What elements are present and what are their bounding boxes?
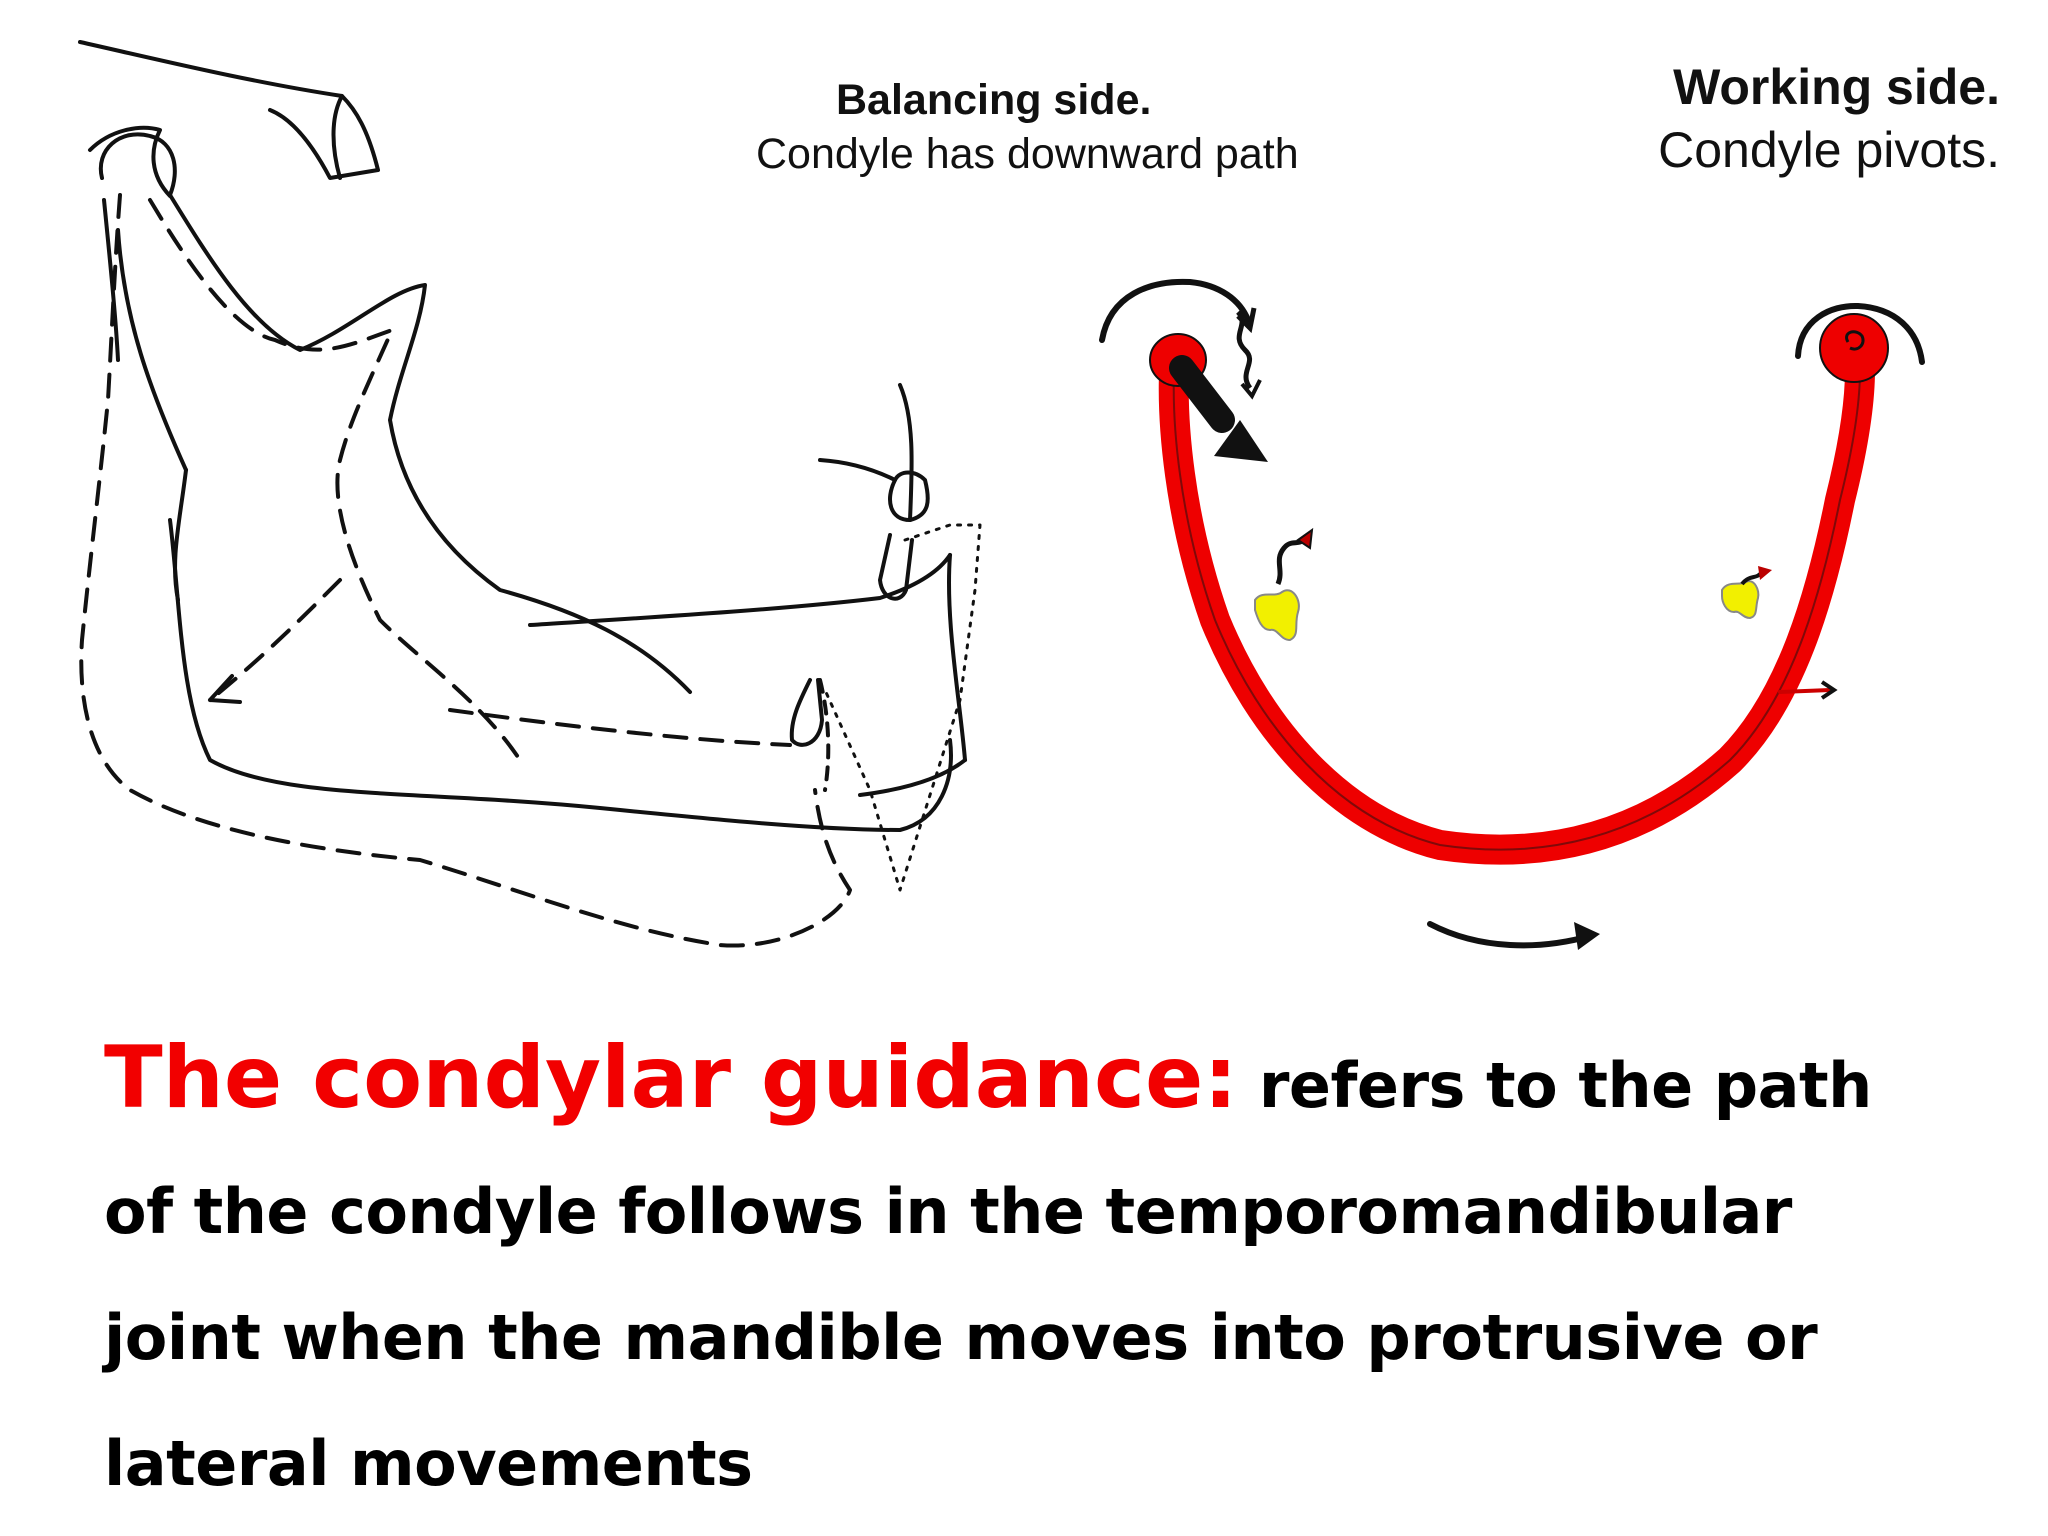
balancing-side-caption: Condyle has downward path (756, 129, 1299, 178)
definition-text: The condylar guidance: refers to the pat… (104, 1015, 2004, 1527)
definition-line-1: refers to the path (1258, 1049, 1872, 1122)
wavy-arrow (1235, 310, 1253, 390)
working-fossa-arc (1795, 302, 1925, 365)
balancing-tooth (1254, 589, 1300, 642)
definition-line-2: of the condyle follows in the temporoman… (104, 1175, 1792, 1248)
working-side-title: Working side. (1673, 59, 2000, 115)
dental-arch-diagram (1099, 278, 1925, 950)
definition-line-4: lateral movements (104, 1427, 753, 1500)
balancing-side-title: Balancing side. (836, 76, 1152, 124)
movement-arrow (1427, 921, 1593, 949)
downward-arrow (1169, 355, 1235, 433)
working-side-caption: Condyle pivots. (1658, 121, 2000, 178)
definition-term: The condylar guidance: (104, 1028, 1238, 1128)
definition-line-3: joint when the mandible moves into protr… (104, 1301, 1818, 1374)
balancing-fossa-arc (1099, 278, 1251, 343)
balancing-side-label: Balancing side. Condyle has downward pat… (756, 74, 1356, 182)
diagram-canvas (78, 40, 1925, 950)
small-movement-arrow (1778, 688, 1832, 694)
working-tooth (1721, 580, 1760, 620)
working-side-label: Working side. Condyle pivots. (1480, 56, 2000, 181)
mandible-drawing (78, 40, 982, 948)
